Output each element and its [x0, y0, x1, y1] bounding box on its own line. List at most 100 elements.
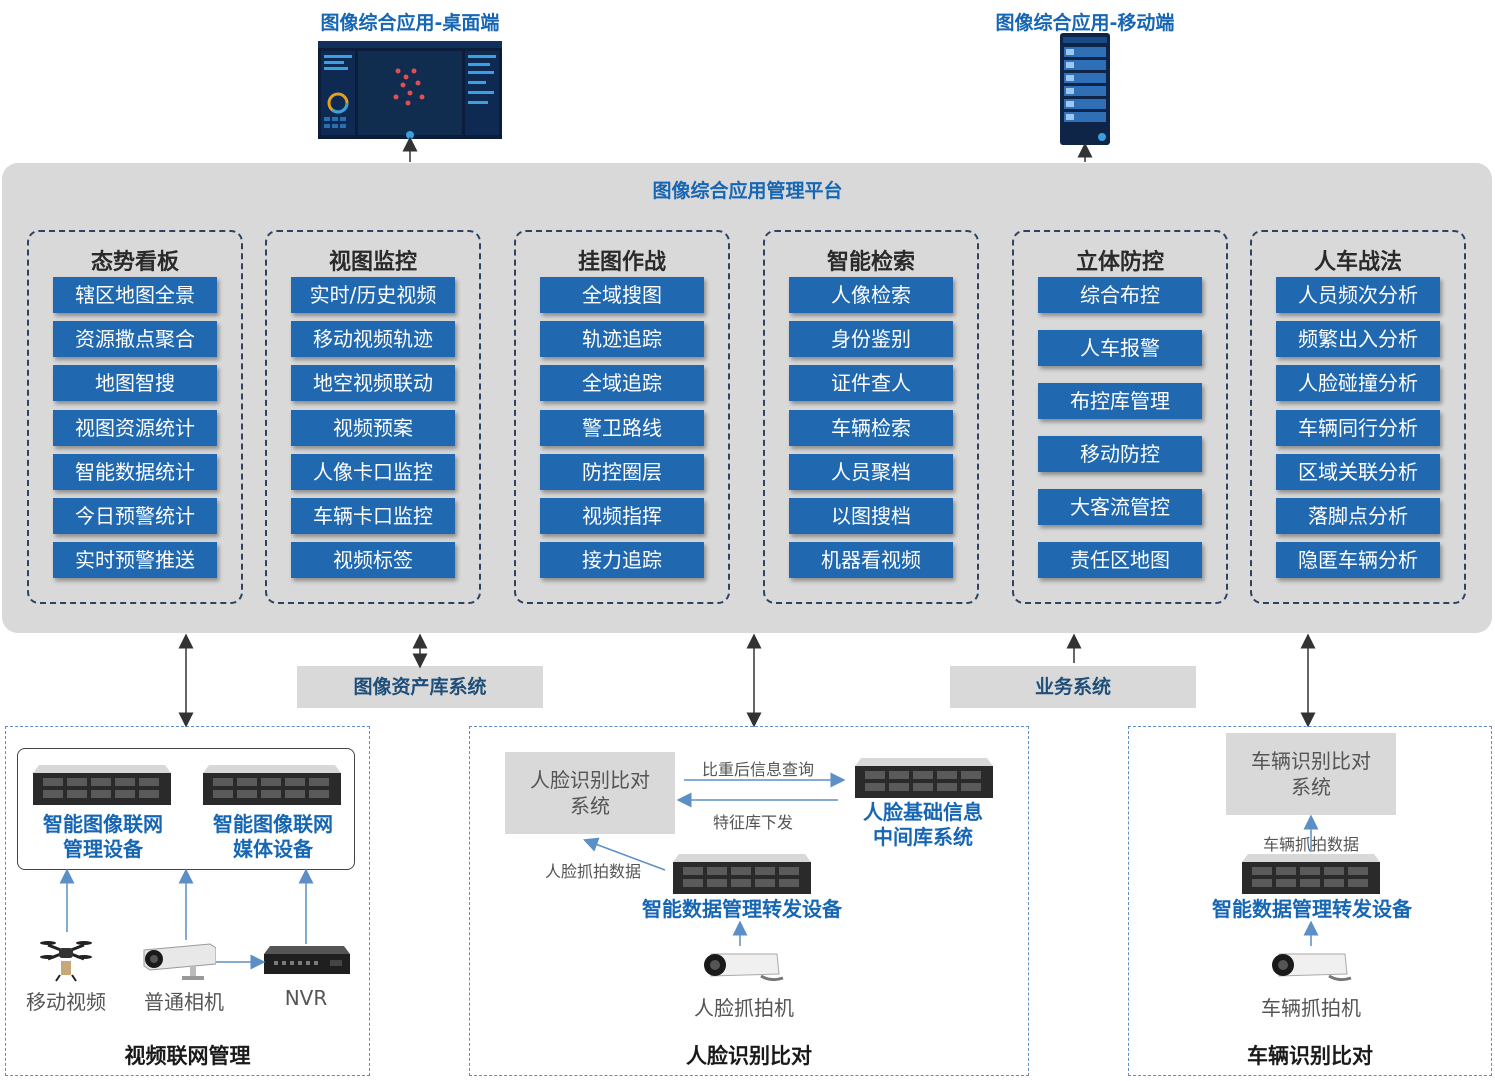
module-title: 人车战法 — [1313, 250, 1402, 275]
menu-item[interactable]: 地图智搜 — [53, 365, 217, 401]
menu-item[interactable]: 视图资源统计 — [53, 410, 217, 446]
menu-item[interactable]: 频繁出入分析 — [1276, 321, 1440, 357]
vehicle-recognition-title: 车辆识别比对 — [1247, 1044, 1373, 1068]
server-icon — [1242, 854, 1380, 894]
menu-item[interactable]: 车辆同行分析 — [1276, 410, 1440, 446]
server-icon — [33, 765, 171, 805]
source-label: NVR — [284, 986, 328, 1010]
server-graphic — [203, 765, 341, 805]
mobile-screen-graphic — [1060, 33, 1110, 145]
menu-item[interactable]: 全域追踪 — [540, 365, 704, 401]
desktop-screenshot — [318, 41, 502, 139]
face-base-info-label: 人脸基础信息 中间库系统 — [843, 800, 1003, 850]
module-title: 视图监控 — [328, 250, 417, 275]
feature-push-label: 特征库下发 — [713, 813, 794, 832]
menu-item[interactable]: 实时预警推送 — [53, 542, 217, 578]
vehicle-forward-device-label: 智能数据管理转发设备 — [1212, 897, 1412, 921]
bullet-camera-graphic — [143, 943, 217, 980]
device-label-line: 媒体设备 — [233, 837, 313, 861]
menu-item[interactable]: 辖区地图全景 — [53, 277, 217, 313]
server-icon — [855, 758, 993, 798]
vehicle-camera-label: 车辆抓拍机 — [1261, 996, 1361, 1020]
server-icon — [673, 854, 811, 894]
menu-item[interactable]: 人车报警 — [1038, 330, 1202, 366]
bullet-camera-icon — [140, 940, 217, 980]
system-line: 系统 — [570, 794, 610, 818]
menu-item[interactable]: 以图搜档 — [789, 498, 953, 534]
menu-item[interactable]: 地空视频联动 — [291, 365, 455, 401]
server-graphic — [673, 854, 811, 894]
device-label-line: 智能图像联网 — [213, 812, 333, 836]
menu-item[interactable]: 资源撒点聚合 — [53, 321, 217, 357]
device-label-line: 管理设备 — [63, 837, 143, 861]
menu-item[interactable]: 机器看视频 — [789, 542, 953, 578]
menu-item[interactable]: 责任区地图 — [1038, 542, 1202, 578]
menu-item[interactable]: 人员频次分析 — [1276, 277, 1440, 313]
menu-item[interactable]: 视频标签 — [291, 542, 455, 578]
face-forward-device-label: 智能数据管理转发设备 — [642, 897, 842, 921]
menu-item[interactable]: 全域搜图 — [540, 277, 704, 313]
image-asset-library-bar: 图像资产库系统 — [297, 666, 543, 708]
system-line: 车辆识别比对 — [1251, 749, 1371, 773]
menu-item[interactable]: 区域关联分析 — [1276, 454, 1440, 490]
menu-item[interactable]: 移动视频轨迹 — [291, 321, 455, 357]
face-recognition-title: 人脸识别比对 — [686, 1044, 812, 1068]
menu-item[interactable]: 大客流管控 — [1038, 489, 1202, 525]
menu-item[interactable]: 隐匿车辆分析 — [1276, 542, 1440, 578]
vehicle-camera-icon — [1269, 948, 1353, 988]
menu-item[interactable]: 视频预案 — [291, 410, 455, 446]
drone-icon — [40, 935, 92, 983]
module-smart-search: 智能检索 — [763, 230, 979, 604]
business-system-bar: 业务系统 — [950, 666, 1196, 708]
module-title: 智能检索 — [826, 250, 915, 275]
query-label: 比重后信息查询 — [702, 760, 815, 779]
mobile-screenshot — [1060, 33, 1110, 145]
menu-item[interactable]: 警卫路线 — [540, 410, 704, 446]
menu-item[interactable]: 人脸碰撞分析 — [1276, 365, 1440, 401]
system-line: 系统 — [1291, 775, 1331, 799]
menu-item[interactable]: 综合布控 — [1038, 277, 1202, 313]
menu-item[interactable]: 移动防控 — [1038, 436, 1202, 472]
menu-item[interactable]: 身份鉴别 — [789, 321, 953, 357]
menu-item[interactable]: 智能数据统计 — [53, 454, 217, 490]
source-label: 普通相机 — [144, 990, 224, 1014]
menu-item[interactable]: 人员聚档 — [789, 454, 953, 490]
menu-item[interactable]: 人像卡口监控 — [291, 454, 455, 490]
device-label-media: 智能图像联网 媒体设备 — [193, 812, 353, 862]
menu-item[interactable]: 布控库管理 — [1038, 383, 1202, 419]
menu-item[interactable]: 实时/历史视频 — [291, 277, 455, 313]
platform-title: 图像综合应用管理平台 — [652, 180, 843, 202]
menu-item[interactable]: 防控圈层 — [540, 454, 704, 490]
nvr-graphic — [264, 946, 350, 974]
camera-graphic — [1272, 953, 1352, 982]
server-graphic — [1242, 854, 1380, 894]
menu-item[interactable]: 车辆检索 — [789, 410, 953, 446]
vehicle-recognition-system-box: 车辆识别比对 系统 — [1226, 733, 1396, 815]
menu-item[interactable]: 今日预警统计 — [53, 498, 217, 534]
module-title: 态势看板 — [90, 250, 179, 275]
mobile-title: 图像综合应用-移动端 — [995, 12, 1175, 34]
server-graphic — [33, 765, 171, 805]
device-label-line: 智能图像联网 — [43, 812, 163, 836]
face-recognition-system-box: 人脸识别比对 系统 — [505, 752, 675, 834]
desktop-title: 图像综合应用-桌面端 — [320, 12, 500, 34]
device-label-management: 智能图像联网 管理设备 — [23, 812, 183, 862]
menu-item[interactable]: 落脚点分析 — [1276, 498, 1440, 534]
menu-item[interactable]: 车辆卡口监控 — [291, 498, 455, 534]
server-graphic — [855, 758, 993, 798]
face-camera-label: 人脸抓拍机 — [694, 996, 794, 1020]
menu-item[interactable]: 证件查人 — [789, 365, 953, 401]
module-3d-prevention: 立体防控 — [1012, 230, 1228, 604]
menu-item[interactable]: 人像检索 — [789, 277, 953, 313]
menu-item[interactable]: 视频指挥 — [540, 498, 704, 534]
device-label-line: 人脸基础信息 — [863, 800, 983, 824]
menu-item[interactable]: 接力追踪 — [540, 542, 704, 578]
module-situation-board: 态势看板 — [27, 230, 243, 604]
face-capture-data-label: 人脸抓拍数据 — [545, 862, 642, 881]
platform-panel — [2, 163, 1492, 633]
menu-item[interactable]: 轨迹追踪 — [540, 321, 704, 357]
desktop-screen-graphic — [318, 41, 502, 139]
system-line: 人脸识别比对 — [530, 768, 650, 792]
module-title: 挂图作战 — [577, 250, 666, 275]
